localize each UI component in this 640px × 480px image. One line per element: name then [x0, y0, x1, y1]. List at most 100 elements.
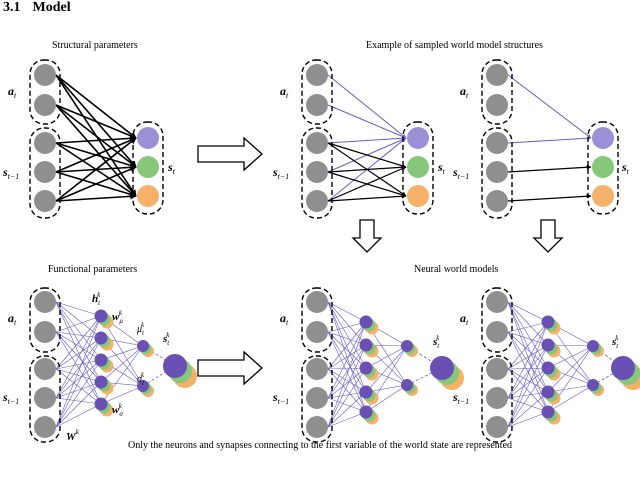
synapse-edge	[327, 344, 367, 370]
neuron	[34, 64, 56, 86]
caption-neural-world-models: Neural world models	[414, 264, 499, 275]
synapse-edge	[327, 142, 407, 169]
state-var-1	[137, 127, 159, 149]
synapse-edge	[327, 331, 367, 393]
synapse-edge	[327, 344, 367, 399]
neuron	[94, 375, 108, 389]
synapse-edge	[547, 345, 594, 369]
state-prev-group-box	[29, 355, 61, 443]
synapse-edge	[55, 135, 137, 144]
label-s-t: st	[437, 160, 446, 176]
neuron	[94, 353, 108, 367]
synapse-edge	[55, 359, 102, 370]
synapse-edge	[365, 345, 408, 369]
label-a-t: at	[460, 311, 469, 327]
action-group-box	[301, 287, 333, 353]
panel-sampled-structure-1: at st−1 st	[272, 59, 446, 219]
synapse-edge	[100, 345, 144, 383]
neuron	[430, 356, 454, 380]
synapse-edge	[55, 74, 137, 139]
arrow-right-icon	[197, 136, 263, 172]
synapse-edge	[507, 164, 592, 173]
synapse-edge	[55, 301, 102, 361]
neuron	[359, 361, 373, 375]
synapse-edge	[507, 331, 549, 369]
synapse-edge	[55, 359, 102, 428]
synapse-edge	[55, 301, 102, 339]
synapse-edge	[55, 403, 102, 428]
label-s-t-k: stk	[611, 334, 619, 350]
synapse-edge	[507, 367, 549, 370]
label-s-t: st	[621, 160, 630, 176]
action-group-box	[481, 59, 513, 125]
synapse-edge	[55, 301, 102, 405]
synapse-edge	[507, 344, 549, 428]
neuron	[401, 340, 413, 352]
synapse-edge	[507, 74, 592, 139]
label-s-t-minus-1: st−1	[452, 165, 469, 181]
neuron	[137, 380, 149, 392]
neuron	[359, 405, 373, 419]
neuron	[94, 331, 108, 345]
synapse-edge	[55, 381, 102, 399]
synapse-edge	[327, 367, 367, 399]
synapse-edge	[327, 321, 367, 428]
synapse-edge	[327, 136, 407, 144]
synapse-edge	[327, 368, 367, 393]
label-s-t-k: stk	[162, 331, 170, 347]
synapse-edge	[507, 331, 549, 413]
action-group-box	[29, 287, 61, 353]
synapse-edge	[327, 321, 367, 399]
synapse-edge	[507, 391, 549, 428]
synapse-edge	[327, 321, 367, 333]
neuron	[137, 340, 149, 352]
synapse-edge	[327, 166, 407, 202]
synapse-edge	[55, 137, 137, 173]
synapse-edge	[55, 397, 102, 405]
synapse-edge	[507, 301, 549, 393]
synapse-edge	[327, 164, 407, 173]
label-w-sigma-k: wσk	[112, 402, 123, 418]
synapse-edge	[507, 301, 549, 346]
synapse-edge	[55, 193, 137, 202]
synapse-edge	[327, 301, 367, 323]
synapse-edge	[55, 315, 102, 399]
synapse-edge	[507, 367, 549, 399]
state-group-box	[132, 121, 164, 215]
synapse-edge	[327, 321, 367, 370]
synapse-edge	[100, 345, 144, 361]
neuron	[587, 340, 599, 352]
label-a-t: at	[280, 84, 289, 100]
label-a-t: at	[280, 311, 289, 327]
synapse-edge	[327, 104, 407, 139]
neuron	[359, 338, 373, 352]
neuron	[541, 315, 555, 329]
neuron	[587, 379, 599, 391]
neuron	[359, 315, 373, 329]
state-var-2	[137, 156, 159, 178]
neuron	[163, 354, 187, 378]
synapse-edge	[507, 344, 549, 370]
synapse-edge	[507, 301, 549, 323]
label-s-t: st	[167, 160, 176, 176]
caption-sampled-structures: Example of sampled world model structure…	[366, 40, 543, 51]
label-s-t-minus-1: st−1	[2, 165, 19, 181]
synapse-edge	[327, 368, 367, 413]
panel-sampled-structure-2: at st−1 st	[452, 59, 630, 219]
caption-structural-parameters: Structural parameters	[52, 40, 138, 51]
synapse-edge	[365, 345, 408, 393]
panel-neural-world-model-1: at st−1 stk	[272, 287, 464, 443]
synapse-edge	[507, 331, 549, 346]
synapse-edge	[55, 301, 102, 317]
label-s-t-minus-1: st−1	[272, 390, 289, 406]
synapse-edge	[327, 74, 407, 139]
synapse-edge	[327, 301, 367, 393]
synapse-edge	[327, 397, 367, 413]
arrow-down-icon	[532, 219, 564, 253]
synapse-edge	[327, 331, 367, 346]
neuron	[401, 379, 413, 391]
synapse-edge	[55, 104, 137, 139]
synapse-edge	[55, 315, 102, 428]
structural-edges	[55, 74, 137, 202]
